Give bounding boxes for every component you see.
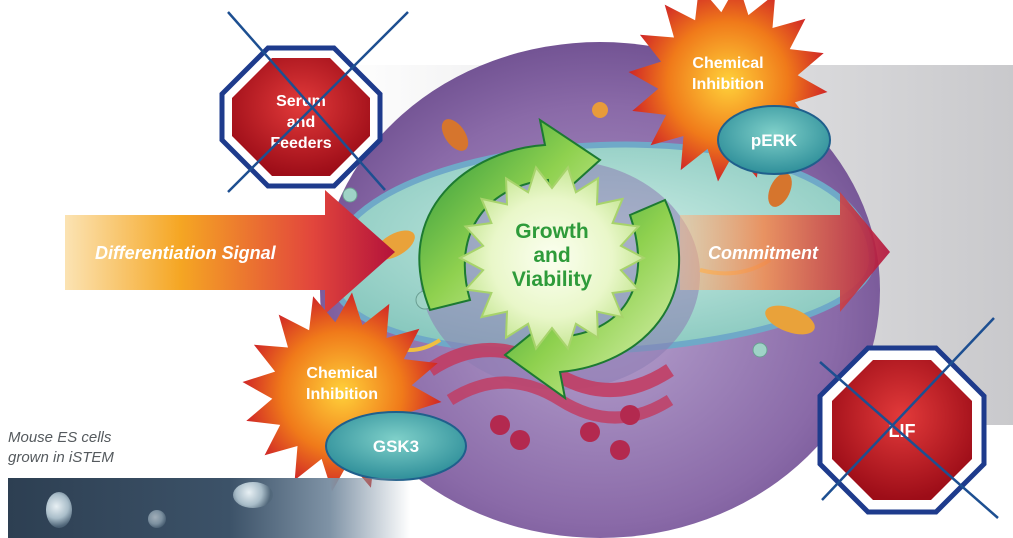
growth-starburst: Growth and Viability <box>457 165 647 351</box>
cycle-arrows <box>418 117 681 401</box>
es-cell-colony <box>148 510 166 528</box>
gsk3-label: GSK3 <box>373 437 419 456</box>
commitment-arrow: Commitment <box>680 192 890 312</box>
perk-label: pERK <box>751 131 798 150</box>
stop-top-line-3: Feeders <box>270 135 331 152</box>
stop-sign-lif: LIF <box>817 317 999 519</box>
es-cell-colony <box>233 482 273 508</box>
differentiation-signal-label: Differentiation Signal <box>95 243 277 263</box>
cross-line-4 <box>821 317 995 501</box>
cross-line-3 <box>819 361 999 519</box>
cycle-arrow-top <box>418 117 602 312</box>
burst-bottom-line-1: Chemical <box>306 365 377 382</box>
stop-sign-serum-feeders: Serum and Feeders <box>219 11 409 193</box>
chemical-inhibition-burst-bottom: Chemical Inhibition GSK3 <box>242 292 467 492</box>
cross-line-2 <box>227 11 409 193</box>
micrograph-caption: Mouse ES cells grown in iSTEM <box>8 428 114 468</box>
burst-top-line-1: Chemical <box>692 55 763 72</box>
center-label-line-3: Viability <box>512 268 592 291</box>
center-label-line-2: and <box>533 244 570 267</box>
center-label-line-1: Growth <box>515 220 589 243</box>
es-cell-colony <box>46 492 72 528</box>
micrograph-image <box>8 478 410 538</box>
cross-line-1 <box>227 11 386 191</box>
burst-top-line-2: Inhibition <box>692 76 764 93</box>
caption-line-2: grown in iSTEM <box>8 449 114 466</box>
stop-lif-label: LIF <box>889 421 916 441</box>
differentiation-arrow: Differentiation Signal <box>65 190 395 314</box>
perk-target-oval <box>717 105 831 175</box>
cycle-arrow-bottom <box>503 198 681 401</box>
caption-line-1: Mouse ES cells <box>8 429 112 446</box>
burst-bottom-line-2: Inhibition <box>306 386 378 403</box>
chemical-inhibition-burst-top: Chemical Inhibition pERK <box>628 0 831 182</box>
commitment-label: Commitment <box>708 243 819 263</box>
